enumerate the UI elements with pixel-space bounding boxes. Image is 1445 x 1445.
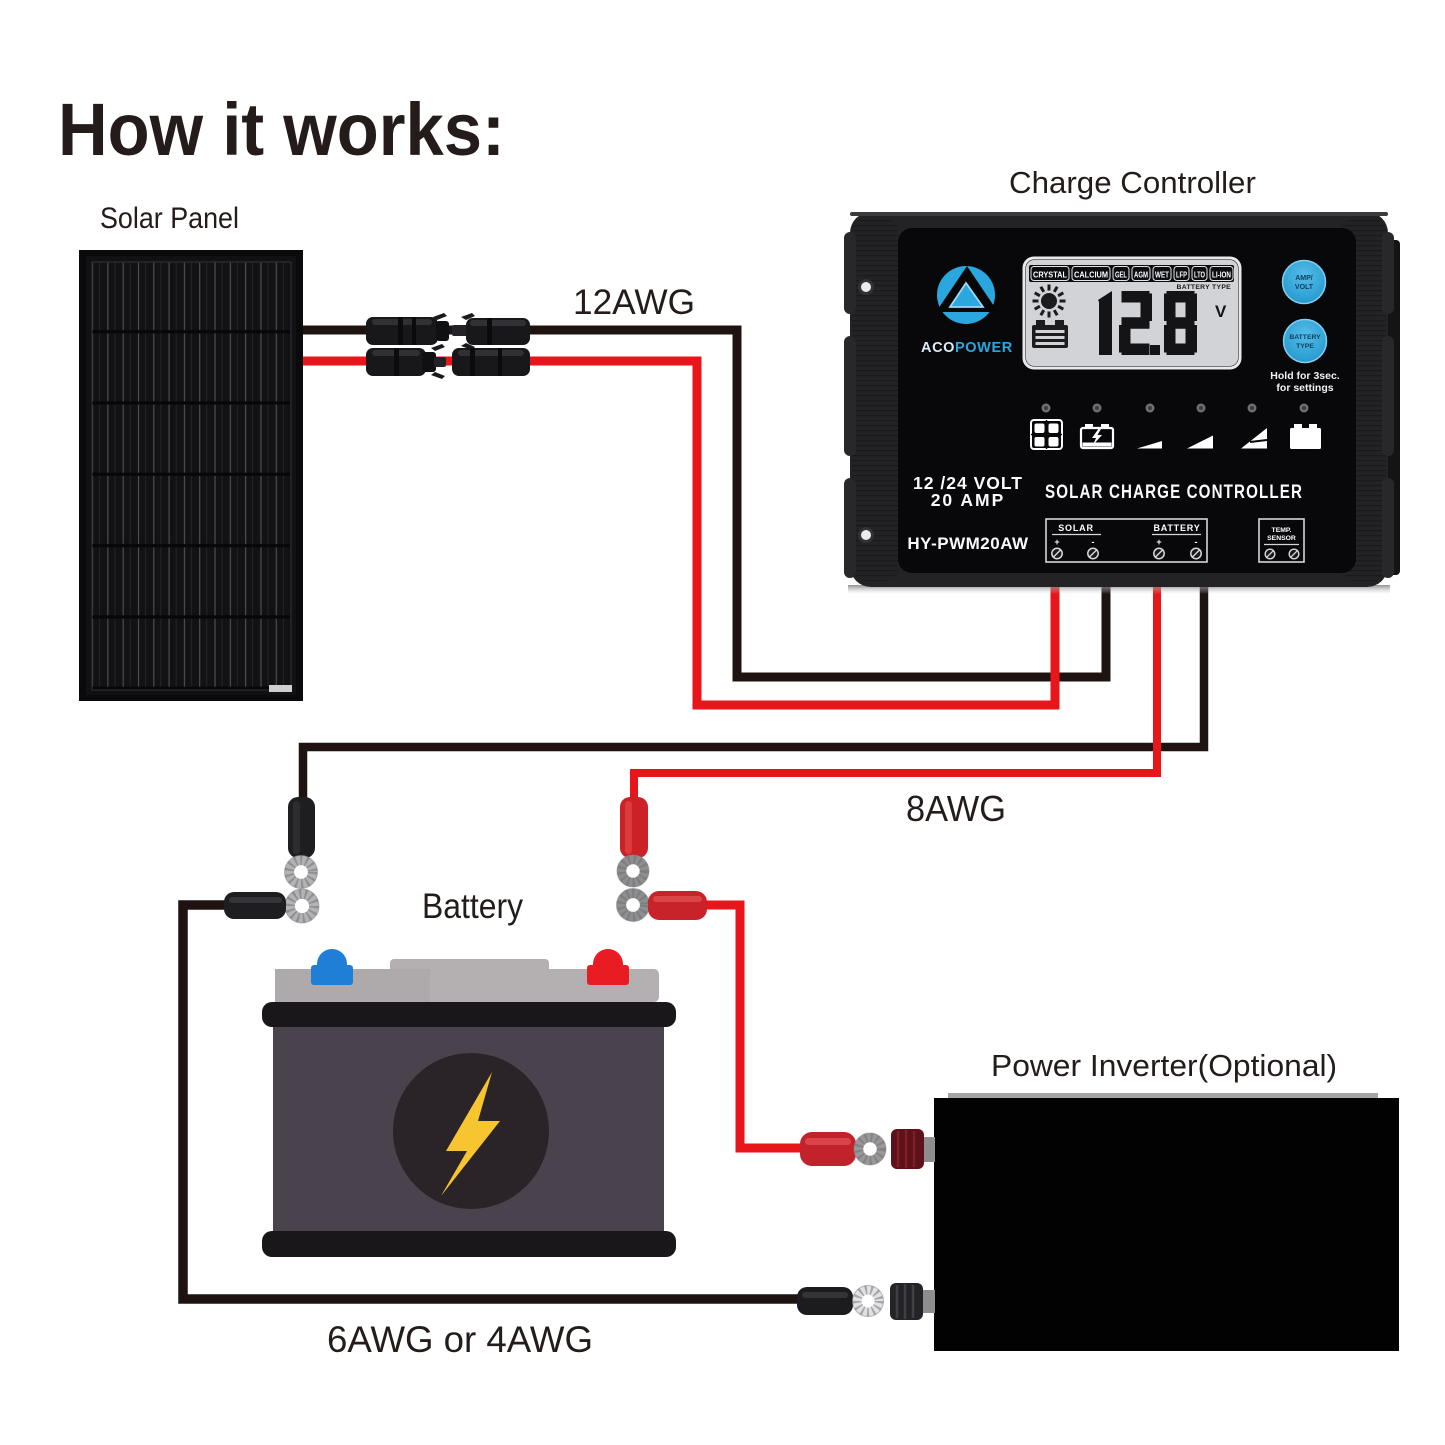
svg-text:+: + — [1054, 537, 1059, 547]
svg-text:LTO: LTO — [1194, 271, 1205, 280]
svg-text:-: - — [1092, 537, 1095, 547]
svg-text:CRYSTAL: CRYSTAL — [1033, 271, 1067, 280]
svg-text:HY-PWM20AW: HY-PWM20AW — [907, 534, 1029, 553]
svg-text:TEMP.: TEMP. — [1272, 527, 1292, 534]
svg-text:BATTERY: BATTERY — [1289, 334, 1321, 341]
svg-text:TYPE: TYPE — [1296, 343, 1314, 350]
svg-text:LFP: LFP — [1176, 271, 1187, 280]
svg-text:BATTERY: BATTERY — [1153, 523, 1200, 533]
svg-text:V: V — [1215, 302, 1227, 321]
svg-text:SOLAR CHARGE CONTROLLER: SOLAR CHARGE CONTROLLER — [1045, 482, 1303, 503]
svg-text:AMP/: AMP/ — [1295, 275, 1313, 282]
svg-text:VOLT: VOLT — [1295, 284, 1314, 291]
svg-text:+: + — [1156, 537, 1161, 547]
svg-text:LI-ION: LI-ION — [1212, 271, 1231, 280]
svg-text:ACOPOWER: ACOPOWER — [921, 340, 1013, 356]
svg-text:CALCIUM: CALCIUM — [1074, 271, 1108, 280]
svg-text:20 AMP: 20 AMP — [931, 490, 1006, 510]
svg-text:AGM: AGM — [1134, 271, 1148, 280]
svg-text:SOLAR: SOLAR — [1058, 523, 1094, 533]
svg-text:WET: WET — [1155, 271, 1169, 280]
svg-text:for settings: for settings — [1276, 382, 1333, 394]
svg-text:SENSOR: SENSOR — [1267, 535, 1296, 542]
svg-text:-: - — [1195, 537, 1198, 547]
svg-text:Hold for 3sec.: Hold for 3sec. — [1270, 370, 1340, 382]
svg-text:GEL: GEL — [1115, 271, 1127, 280]
svg-text:12 /24 VOLT: 12 /24 VOLT — [913, 473, 1023, 493]
svg-text:BATTERY TYPE: BATTERY TYPE — [1177, 284, 1232, 291]
